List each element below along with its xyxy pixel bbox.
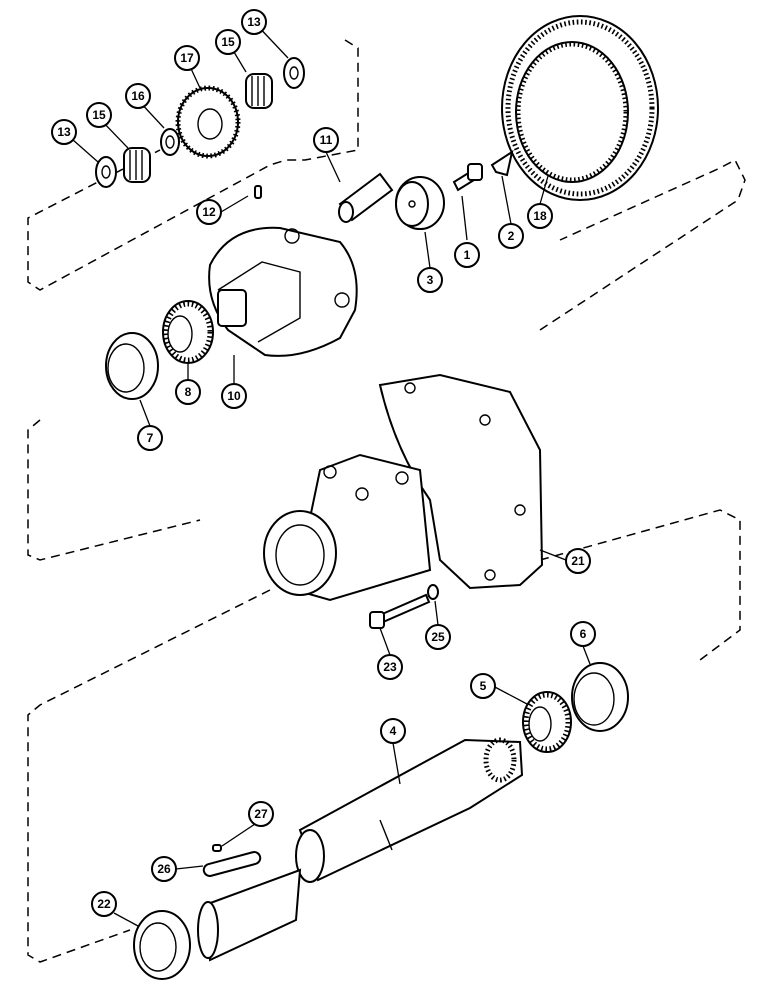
needle-bearing-left — [123, 147, 151, 183]
callout-label: 15 — [92, 108, 106, 122]
callout-12: 12 — [196, 199, 222, 225]
lock-plate — [490, 149, 514, 177]
callout-18: 18 — [527, 203, 553, 229]
roll-pin — [212, 844, 222, 852]
callout-label: 11 — [320, 133, 333, 147]
callout-7: 7 — [137, 425, 163, 451]
axle-housing — [263, 373, 544, 602]
callout-13-right: 13 — [241, 9, 267, 35]
callout-6: 6 — [570, 621, 596, 647]
group-outline-planet-gears — [27, 39, 359, 291]
tapered-bearing-upper — [162, 300, 214, 364]
tapered-bearing-lower — [522, 691, 572, 753]
callout-5: 5 — [470, 673, 496, 699]
callout-label: 13 — [247, 15, 261, 29]
spacer-washer — [160, 128, 180, 156]
axle-shaft — [197, 737, 524, 962]
bearing-cup-lower — [571, 662, 629, 732]
callout-label: 27 — [254, 807, 268, 821]
callout-label: 18 — [533, 209, 547, 223]
thrust-washer-left — [95, 156, 117, 188]
cap-screw-long — [369, 593, 431, 629]
callout-label: 7 — [147, 431, 154, 445]
callout-label: 6 — [580, 627, 587, 641]
ring-gear — [501, 15, 659, 201]
callout-label: 13 — [57, 125, 71, 139]
callout-15-right: 15 — [215, 29, 241, 55]
callout-label: 22 — [97, 897, 111, 911]
callout-label: 1 — [464, 248, 471, 262]
drive-key — [202, 851, 262, 877]
planet-carrier — [208, 226, 358, 357]
callout-16: 16 — [125, 83, 151, 109]
needle-bearing-right — [245, 73, 273, 109]
callout-10: 10 — [221, 383, 247, 409]
callout-3: 3 — [417, 267, 443, 293]
callout-label: 3 — [427, 273, 434, 287]
callout-1: 1 — [454, 242, 480, 268]
callout-23: 23 — [377, 654, 403, 680]
planet-gear — [175, 85, 241, 159]
group-outline-carrier — [27, 158, 746, 561]
callout-17: 17 — [174, 45, 200, 71]
leader-lines — [63, 21, 591, 927]
callout-label: 12 — [202, 205, 216, 219]
callout-label: 16 — [131, 89, 145, 103]
callout-21: 21 — [565, 548, 591, 574]
callout-13-left: 13 — [51, 119, 77, 145]
group-outline-shaft — [27, 509, 741, 963]
callout-8: 8 — [175, 379, 201, 405]
callout-label: 5 — [480, 679, 487, 693]
callout-15-left: 15 — [86, 102, 112, 128]
callout-26: 26 — [151, 856, 177, 882]
callout-label: 15 — [221, 35, 235, 49]
callout-label: 26 — [157, 862, 171, 876]
callout-label: 25 — [431, 630, 445, 644]
callout-label: 23 — [383, 660, 397, 674]
callout-label: 21 — [571, 554, 585, 568]
oil-seal — [133, 910, 191, 980]
callout-22: 22 — [91, 891, 117, 917]
callout-2: 2 — [498, 223, 524, 249]
planet-pin — [338, 172, 394, 223]
bearing-cup-upper — [105, 332, 159, 400]
callout-label: 17 — [180, 51, 194, 65]
callout-27: 27 — [248, 801, 274, 827]
callout-4: 4 — [380, 718, 406, 744]
thrust-plug — [395, 176, 445, 230]
callout-11: 11 — [313, 127, 339, 153]
thrust-washer-right — [283, 57, 305, 89]
callout-label: 4 — [390, 724, 397, 738]
callout-label: 10 — [227, 389, 241, 403]
callout-label: 2 — [508, 229, 515, 243]
lock-washer — [427, 584, 439, 600]
callout-label: 8 — [185, 385, 192, 399]
callout-25: 25 — [425, 624, 451, 650]
cap-screw-small — [452, 163, 483, 192]
lock-pin — [254, 185, 262, 199]
